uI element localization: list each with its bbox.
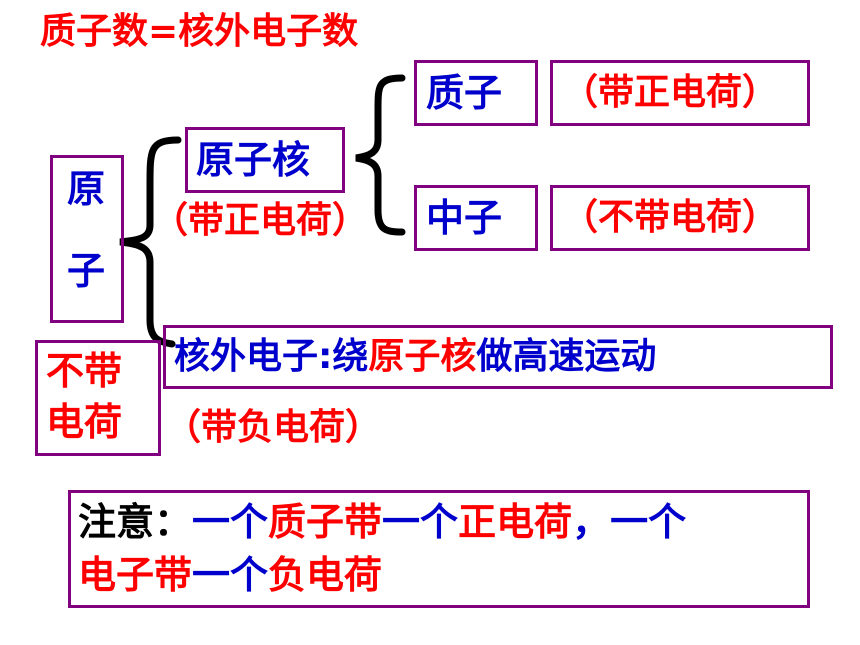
note-part-8: 负电荷	[268, 553, 383, 597]
proton-charge: （带正电荷）	[562, 72, 779, 113]
note-label: 注意：	[78, 500, 193, 544]
note-part-6: 电子带	[78, 553, 193, 597]
neutron-charge: （不带电荷）	[562, 197, 779, 238]
note-part-5: ，一个	[572, 500, 687, 544]
neutron-charge-box	[550, 185, 810, 251]
electron-prefix: 核外电子:绕	[174, 336, 369, 377]
atom-brace	[119, 136, 182, 348]
note-part-4: 正电荷	[458, 500, 573, 544]
note-part-2: 质子带	[268, 500, 383, 544]
neutron-label: 中子	[426, 196, 503, 240]
nucleus-charge: （带正电荷）	[152, 200, 369, 241]
atom-box	[50, 155, 124, 323]
electron-text: 核外电子:绕原子核做高速运动	[174, 339, 656, 375]
proton-label: 质子	[426, 71, 503, 115]
electron-suffix: 做高速运动	[476, 336, 657, 377]
note-part-3: 一个	[382, 500, 459, 544]
proton-charge-box	[550, 60, 810, 126]
nucleus-label: 原子核	[196, 138, 311, 182]
atom-charge-box	[35, 340, 161, 456]
electron-highlight: 原子核	[368, 336, 477, 377]
nucleus-brace	[355, 74, 406, 236]
atom-charge-line-2: 电荷	[46, 400, 123, 444]
neutron-box	[414, 185, 538, 251]
note-part-1: 一个	[192, 500, 269, 544]
atom-char-1: 原	[67, 167, 106, 211]
page-title: 质子数=核外电子数	[40, 11, 359, 52]
nucleus-box	[185, 127, 345, 193]
proton-box	[414, 60, 538, 126]
note-line-1: 注意：一个质子带一个正电荷，一个	[78, 503, 686, 541]
atom-char-2: 子	[67, 249, 106, 293]
atom-charge-line-1: 不带	[46, 349, 123, 393]
note-box	[68, 490, 810, 608]
electron-box	[163, 325, 833, 389]
electron-charge: （带负电荷）	[165, 407, 382, 448]
note-part-7: 一个	[192, 553, 269, 597]
note-line-2: 电子带一个负电荷	[78, 556, 382, 594]
